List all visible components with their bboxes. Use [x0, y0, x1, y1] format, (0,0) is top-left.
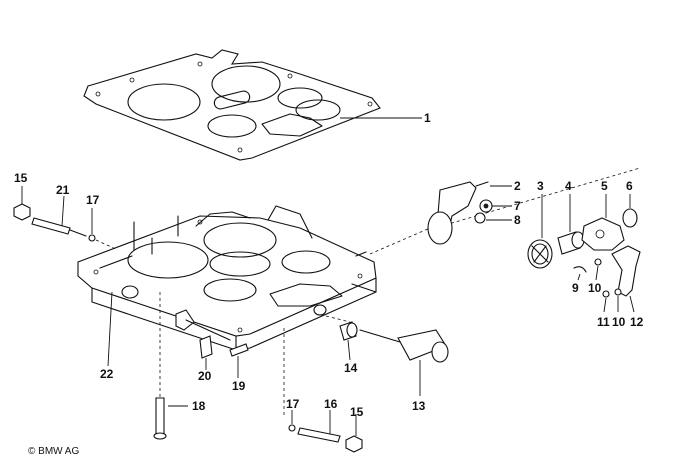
lever-small-part-20 — [175, 309, 231, 341]
part-label-17-lower: 17 — [286, 397, 300, 411]
throttle-body-part-22 — [77, 205, 377, 367]
sleeve-part-14 — [339, 321, 358, 361]
part-label-16: 16 — [324, 397, 338, 411]
part-label-13: 13 — [412, 399, 426, 413]
washer-part-10-upper — [594, 258, 602, 281]
cam-part-5 — [581, 194, 625, 251]
part-label-2: 2 — [514, 179, 521, 193]
part-label-12: 12 — [630, 315, 644, 329]
nut-part-8 — [474, 212, 512, 224]
screw-part-20 — [199, 335, 213, 370]
spring-part-17-lower — [283, 328, 296, 432]
part-label-18: 18 — [192, 399, 206, 413]
spring-part-17-upper — [88, 208, 96, 242]
part-label-15-upper: 15 — [14, 171, 28, 185]
part-label-21: 21 — [56, 183, 70, 197]
part-label-1: 1 — [424, 111, 431, 125]
part-label-6: 6 — [626, 179, 633, 193]
nut-part-15-upper — [13, 186, 31, 221]
part-label-8: 8 — [514, 213, 521, 227]
washer-part-11 — [602, 290, 610, 313]
part-label-10-lower: 10 — [612, 315, 626, 329]
washer-part-6 — [622, 194, 638, 228]
screw-part-16 — [297, 410, 341, 443]
dashpot-part-13 — [359, 329, 449, 396]
part-label-4: 4 — [565, 179, 572, 193]
nut-part-15-lower — [345, 414, 363, 453]
part-label-10-upper: 10 — [588, 281, 602, 295]
part-label-17-upper: 17 — [86, 193, 100, 207]
throttle-lever-part-2 — [427, 181, 512, 245]
part-label-22: 22 — [100, 367, 114, 381]
clip-part-9 — [573, 266, 587, 281]
part-label-20: 20 — [198, 369, 212, 383]
washer-part-10-lower — [614, 288, 622, 312]
copyright-text: © BMW AG — [28, 446, 80, 457]
gasket-part-1 — [83, 49, 422, 161]
gear-part-7 — [479, 199, 512, 213]
screw-part-21 — [31, 195, 87, 237]
screw-part-19 — [229, 343, 249, 378]
lever-arm-part-12 — [611, 245, 641, 313]
part-label-14: 14 — [344, 361, 358, 375]
part-label-11: 11 — [597, 315, 610, 329]
spring-part-3 — [527, 194, 553, 269]
bushing-part-4 — [557, 194, 585, 255]
part-label-3: 3 — [537, 179, 544, 193]
part-label-19: 19 — [232, 379, 246, 393]
part-label-15-lower: 15 — [350, 405, 364, 419]
bolt-part-18 — [153, 292, 188, 440]
part-label-5: 5 — [601, 179, 608, 193]
part-label-7: 7 — [514, 199, 521, 213]
part-label-9: 9 — [572, 281, 579, 295]
